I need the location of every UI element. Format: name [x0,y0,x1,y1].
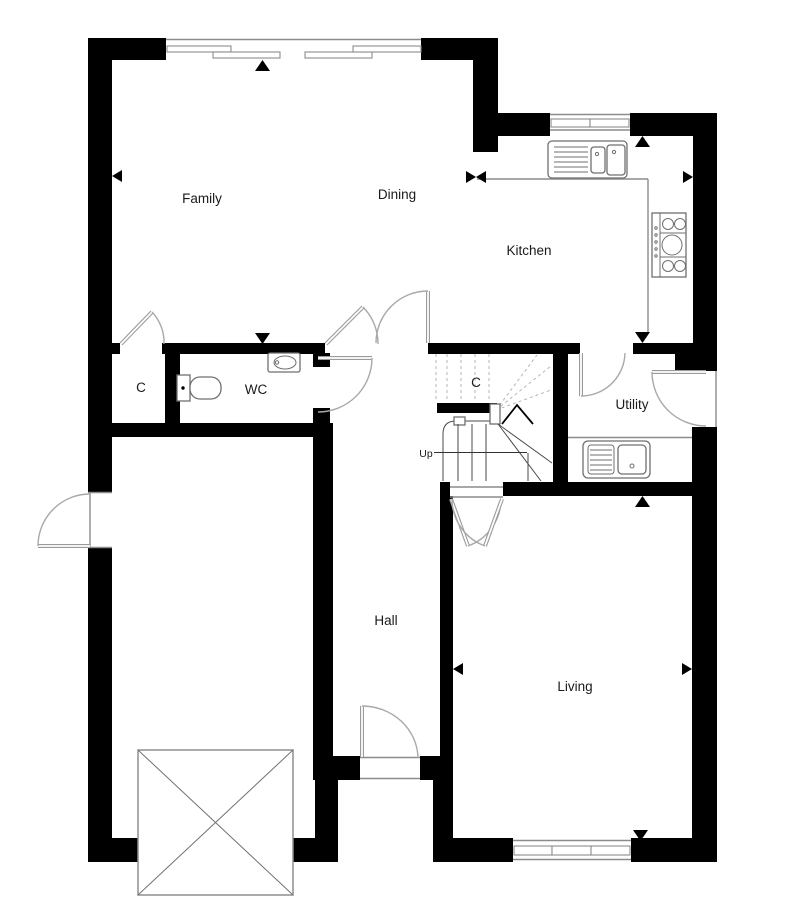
utility-external-door [651,370,717,427]
living-double-doors [449,486,504,547]
room-label-closet-understairs: C [471,375,481,390]
room-label-wc: WC [245,382,268,397]
wall-segment [498,113,550,136]
marker-down-icon [635,332,650,343]
dining-double-doors [324,290,430,346]
wall-segment [313,437,333,756]
wall-segment [108,343,120,354]
patio-doors-window [166,38,422,59]
marker-down-icon [255,333,270,344]
utility-sink [582,440,651,479]
wc-fixtures [176,352,301,402]
stair-break-line [501,403,534,425]
marker-left-icon [453,663,463,675]
marker-up-icon [635,136,650,147]
hob-icon [651,212,687,278]
closet-door [119,310,165,346]
wall-segment [420,756,453,780]
kitchen-fixtures [477,140,687,334]
utility-fixtures [568,436,692,479]
wall-segment [553,353,568,483]
wall-segment [313,756,360,780]
room-label-kitchen: Kitchen [506,243,551,258]
windows [166,38,631,861]
marker-right-icon [682,663,692,675]
wall-segment [693,113,717,371]
wall-segment [631,838,717,862]
marker-up-icon [635,496,650,507]
dimension-markers [112,60,693,841]
wall-segment [421,38,498,60]
wall-segment [428,343,580,354]
wall-segment [88,548,112,862]
room-label-living: Living [557,679,592,694]
wall-segment [437,403,497,413]
wall-segment [315,780,338,838]
living-window [513,839,631,861]
wc-toilet [176,374,222,402]
staircase [434,354,553,482]
wall-segment [692,427,717,862]
marker-left-icon [476,171,486,183]
stair-up-label: Up [419,448,433,460]
wall-segment [88,838,138,862]
room-labels: Family Dining Kitchen C WC C Utility Up … [136,187,649,694]
doors [37,290,717,780]
front-door [360,705,420,780]
marker-right-icon [466,171,476,183]
wall-segment [633,343,693,354]
side-door [37,491,112,549]
wall-segment [675,352,717,371]
wall-segment [162,343,325,354]
wall-segment [88,423,333,437]
wall-segment [313,408,330,423]
wall-segment [433,780,453,838]
room-label-closet: C [136,380,146,395]
wall-segment [473,60,498,152]
utility-inner-door [579,352,626,397]
walls [88,38,717,862]
marker-right-icon [683,171,693,183]
wall-segment [503,482,692,496]
wall-segment [293,838,338,862]
wall-segment [88,38,166,60]
marker-down-icon [633,830,648,841]
wc-door [317,356,373,413]
marker-left-icon [112,170,122,182]
wall-segment [440,482,450,496]
wall-segment [88,38,112,492]
garage-void-square [137,749,294,896]
room-label-family: Family [182,191,222,206]
wall-segment [440,496,453,756]
wall-segment [433,838,513,862]
room-label-dining: Dining [378,187,416,202]
kitchen-window [550,113,630,131]
room-label-utility: Utility [616,397,649,412]
marker-up-icon [255,60,270,71]
wc-basin [267,352,301,373]
kitchen-sink [547,140,628,179]
room-label-hall: Hall [374,613,397,628]
wall-segment [165,353,180,423]
